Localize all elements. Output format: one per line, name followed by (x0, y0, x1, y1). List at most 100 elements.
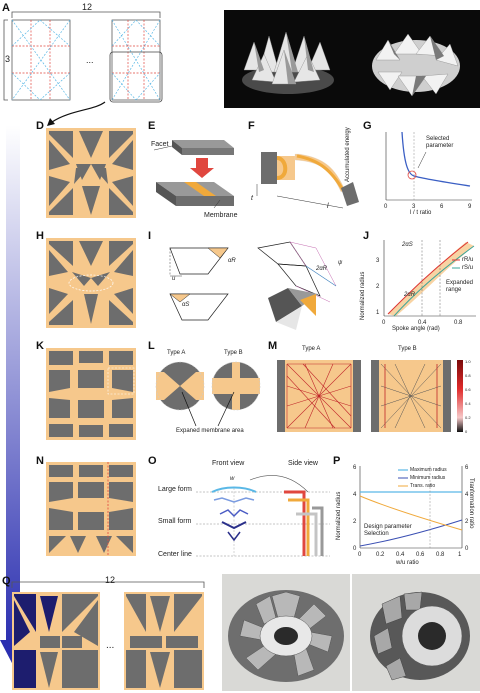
m-cbar-3: 0.4 (465, 401, 471, 406)
panel-j-annotation: Expanded range (446, 280, 474, 293)
m-cbar-4: 0.2 (465, 415, 471, 420)
p-yl-1: 2 (353, 519, 357, 525)
panel-o-form-views (196, 475, 330, 557)
panel-f-hinge-diagram (256, 152, 359, 209)
panel-c-photo (352, 10, 480, 108)
panel-a-ellipsis: ... (86, 55, 94, 65)
panel-i-psi: ψ (338, 260, 343, 266)
p-yl-3: 6 (353, 465, 357, 471)
panel-j-label-top: 2αS (402, 242, 413, 248)
panel-i-u: u (172, 276, 176, 282)
panel-i-2ar: 2αR (316, 266, 328, 272)
panel-s-photo (352, 574, 480, 691)
panel-o-small-form: Small form (158, 518, 192, 525)
panel-f-l-label: l (327, 203, 329, 210)
panel-p-legend-trans: Trans. ratio (410, 483, 436, 489)
panel-p-ratio-chart: 0 0.2 0.4 0.6 0.8 1 0 2 4 6 0 2 4 6 (353, 465, 469, 558)
m-cbar-2: 0.6 (465, 387, 471, 392)
panel-a-count-top: 12 (82, 2, 93, 12)
panel-p-legend-max: Maximum radius (410, 467, 447, 473)
p-yl-0: 0 (353, 546, 357, 552)
panel-label-m: M (268, 340, 278, 352)
panel-g-energy-chart: 0 3 6 9 (384, 131, 472, 210)
panel-label-d: D (36, 120, 44, 132)
panel-l-membrane (155, 361, 261, 427)
j-xtick-2: 0.8 (454, 320, 463, 326)
panel-m-type-b: Type B (398, 346, 417, 352)
p-xtick-2: 0.4 (396, 552, 405, 558)
m-cbar-1: 0.8 (465, 373, 471, 378)
panel-g-ylabel: Accumulated energy (345, 127, 351, 182)
panel-k-pattern (46, 348, 136, 440)
g-xtick-3: 9 (468, 204, 472, 210)
p-yr-3: 6 (465, 465, 469, 471)
j-ytick-0: 1 (376, 310, 380, 316)
panel-j-ylabel: Normalized radius (360, 271, 366, 320)
panel-f-t-label: t (251, 195, 253, 202)
panel-j-label-bottom: 2αR (404, 292, 416, 298)
p-xtick-3: 0.6 (416, 552, 425, 558)
panel-i-as: αS (182, 302, 190, 308)
panel-label-p: P (333, 455, 341, 467)
panel-label-i: I (148, 230, 152, 242)
panel-m-network: 1.0 0.8 0.6 0.4 0.2 0 (277, 359, 471, 434)
panel-label-e: E (148, 120, 156, 132)
p-xtick-1: 0.2 (376, 552, 385, 558)
panel-n-pattern (46, 462, 136, 556)
panel-p-legend-min: Minimum radius (410, 475, 446, 481)
panel-j-radius-chart: 0 0.4 0.8 1 2 3 (376, 240, 476, 326)
panel-a-crease-pattern (3, 11, 163, 103)
panel-label-k: K (36, 340, 44, 352)
p-xtick-5: 1 (458, 552, 462, 558)
panel-j-legend-rr: rR/u (462, 257, 474, 263)
j-ytick-2: 3 (376, 258, 380, 264)
panel-e-facet-diagram (153, 140, 234, 209)
panel-l-type-a: Type A (167, 350, 186, 356)
p-yl-2: 4 (353, 492, 357, 498)
panel-o-w: w (230, 476, 235, 482)
panel-o-large-form: Large form (158, 486, 192, 493)
m-cbar-5: 0 (465, 429, 468, 434)
panel-j-xlabel: Spoke angle (rad) (392, 326, 440, 332)
panel-label-o: O (148, 455, 157, 467)
panel-a-count-side: 3 (5, 54, 11, 64)
j-ytick-1: 2 (376, 284, 380, 290)
p-yr-0: 0 (465, 546, 469, 552)
panel-l-caption: Expaned membrane area (176, 428, 244, 434)
panel-p-annotation: Design parameter Selection (364, 524, 412, 537)
panel-q-count-top: 12 (105, 575, 116, 585)
p-xtick-4: 0.8 (436, 552, 445, 558)
panel-p-ylabel-left: Normalized radius (336, 491, 342, 540)
panel-label-a: A (2, 2, 10, 14)
panel-label-h: H (36, 230, 44, 242)
panel-m-type-a: Type A (302, 346, 321, 352)
panel-q-ellipsis: ... (106, 640, 114, 651)
panel-o-side-view: Side view (288, 460, 318, 467)
panel-label-n: N (36, 455, 44, 467)
panel-q-full-pattern: ... (11, 581, 205, 690)
panel-d-pattern (46, 128, 136, 218)
panel-p-ylabel-right: Tranformation ratio (468, 478, 474, 529)
m-cbar-0: 1.0 (465, 359, 471, 364)
panel-i-ar: αR (228, 258, 236, 264)
panel-o-front-view: Front view (212, 460, 245, 467)
panel-b-photo (224, 10, 352, 108)
panel-label-l: L (148, 340, 155, 352)
panel-h-pattern (46, 238, 136, 328)
panel-e-facet-label: Facet (151, 141, 169, 148)
p-yr-1: 2 (465, 519, 469, 525)
p-xtick-0: 0 (358, 552, 362, 558)
panel-l-type-b: Type B (224, 350, 243, 356)
panel-e-membrane-label: Membrane (204, 212, 238, 219)
g-xtick-0: 0 (384, 204, 388, 210)
panel-g-annotation: Selected parameter (426, 136, 454, 149)
panel-r-photo (222, 574, 350, 691)
j-xtick-0: 0 (382, 320, 386, 326)
panel-label-j: J (363, 230, 370, 242)
panel-j-legend-rs: rS/u (462, 265, 474, 271)
p-yr-2: 4 (465, 492, 469, 498)
panel-label-g: G (363, 120, 372, 132)
panel-g-xlabel: l / t ratio (410, 210, 432, 216)
g-xtick-2: 6 (440, 204, 444, 210)
